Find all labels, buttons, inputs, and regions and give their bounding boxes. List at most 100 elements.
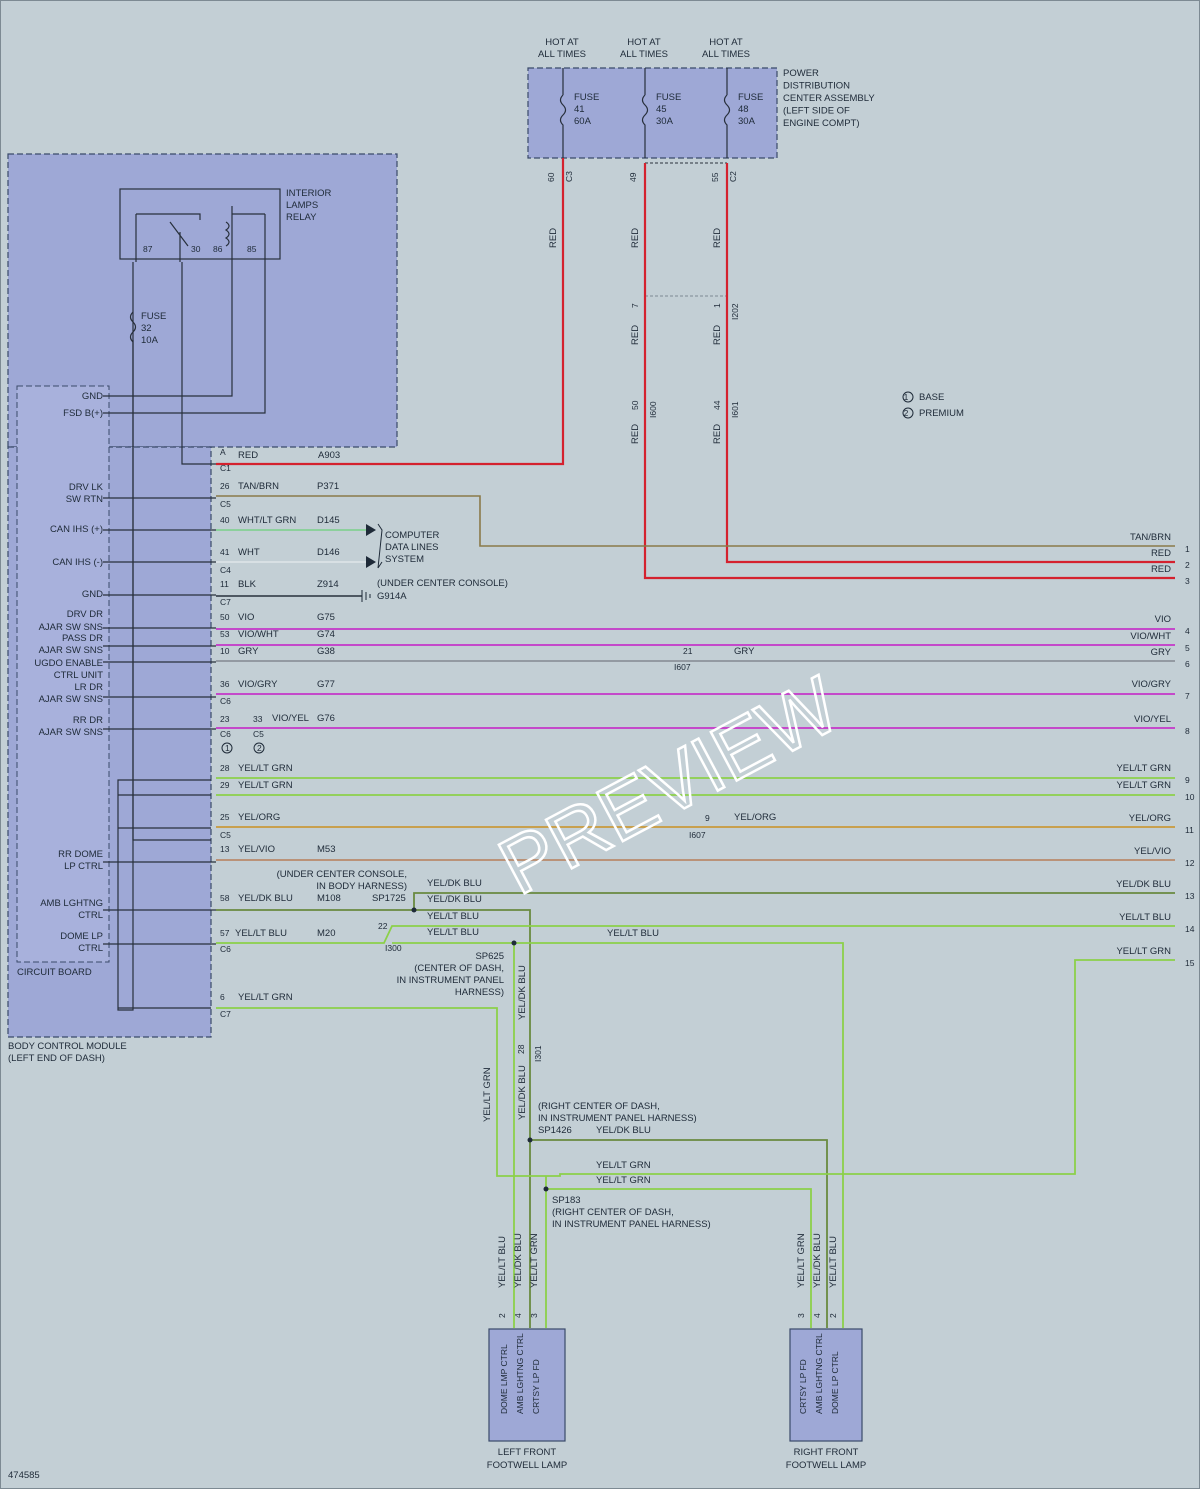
- option-circle-1: [221, 742, 233, 754]
- bcm-pin-label: AJAR SW SNS: [39, 727, 103, 738]
- fuse-pin: 49: [628, 172, 638, 182]
- bcm-wire-color: VIO/YEL: [272, 713, 309, 724]
- legend-num: 1: [904, 392, 909, 402]
- wire-label: YEL/DK BLU: [517, 1065, 528, 1120]
- bcm-circuit-id: M53: [317, 844, 335, 855]
- wire-color-label: RED: [630, 325, 641, 345]
- bcm-circuit-id: M20: [317, 928, 335, 939]
- bcm-connector-id: C1: [220, 463, 231, 473]
- bcm-wire-color: BLK: [238, 579, 257, 590]
- bcm-wire-color: TAN/BRN: [238, 481, 279, 492]
- legend-base: BASE: [919, 392, 944, 403]
- bcm-wire-color: GRY: [238, 646, 259, 657]
- bcm-wire-color: WHT: [238, 547, 260, 558]
- bcm-fuse-number: 32: [141, 323, 152, 334]
- splice-sp1426: [527, 1137, 533, 1143]
- bcm-pin-number: 33: [253, 714, 263, 724]
- splice-location: (RIGHT CENTER OF DASH,: [538, 1101, 660, 1112]
- right-connector-pin: 7: [1185, 691, 1190, 701]
- relay-pin: 85: [247, 244, 257, 254]
- legend-premium: PREMIUM: [919, 408, 964, 419]
- right-connector-pin: 1: [1185, 544, 1190, 554]
- bcm-pin-number: 41: [220, 547, 230, 557]
- right-connector-pin: 12: [1185, 858, 1195, 868]
- bcm-pin-number: 13: [220, 844, 230, 854]
- right-connector-pin: 9: [1185, 775, 1190, 785]
- inline-connector: I202: [730, 303, 740, 320]
- hot-at-label: HOT AT: [709, 37, 743, 48]
- right-connector-pin: 13: [1185, 891, 1195, 901]
- pdc-title-line: CENTER ASSEMBLY: [783, 93, 875, 104]
- option-number: 1: [225, 743, 230, 753]
- left-footwell-lamp-box: [488, 1328, 566, 1442]
- wire-label: YEL/LT BLU: [607, 928, 659, 939]
- inline-pin: 22: [378, 921, 388, 931]
- right-connector-pin: 4: [1185, 626, 1190, 636]
- splice-id: SP183: [552, 1195, 581, 1206]
- power-distribution-box: [527, 67, 778, 159]
- lamp-wire-color: YEL/DK BLU: [513, 1233, 524, 1288]
- splice-sp625-label: SP625: [475, 951, 504, 962]
- bcm-pin-number: 29: [220, 780, 230, 790]
- bcm-circuit-id: G74: [317, 629, 335, 640]
- bcm-pin-label: AJAR SW SNS: [39, 694, 103, 705]
- bcm-wire-color: YEL/LT BLU: [235, 928, 287, 939]
- bcm-pin-label: FSD B(+): [63, 408, 103, 419]
- bcm-pin-label: PASS DR: [62, 633, 103, 644]
- right-connector-wire: YEL/VIO: [1134, 846, 1171, 857]
- bcm-fuse-label: FUSE: [141, 311, 166, 322]
- wire-relay-30: [181, 262, 216, 465]
- fuse-number: 41: [574, 104, 585, 115]
- bcm-connector-id: C7: [220, 1009, 231, 1019]
- bcm-wire-color: VIO: [238, 612, 254, 623]
- wire-sp1426-yel-dk-blu: [530, 1139, 828, 1328]
- bcm-fuse-symbol: [129, 311, 137, 343]
- wire-relay-85: [103, 262, 266, 414]
- splice-location: IN BODY HARNESS): [316, 881, 407, 892]
- bcm-pin-number: 58: [220, 893, 230, 903]
- bcm-wire-color: YEL/DK BLU: [238, 893, 293, 904]
- circuit-board-box: [16, 385, 110, 963]
- inline-pin: 9: [705, 813, 710, 823]
- bcm-connector-id: C5: [220, 499, 231, 509]
- bcm-pin-label: GND: [82, 391, 103, 402]
- bcm-pin-number: 28: [220, 763, 230, 773]
- wire-label: YEL/LT BLU: [427, 927, 479, 938]
- wire-label: YEL/LT BLU: [427, 911, 479, 922]
- bcm-circuit-id: G76: [317, 713, 335, 724]
- lamp-function: AMB LGHTNG CTRL: [814, 1333, 824, 1414]
- bcm-pin-number: 11: [220, 579, 229, 589]
- lamp-title: LEFT FRONT: [498, 1447, 557, 1458]
- relay-pin: 30: [191, 244, 201, 254]
- bcm-pin-label: CTRL UNIT: [54, 670, 103, 681]
- splice-id: SP1725: [372, 893, 406, 904]
- inline-pin: 7: [630, 303, 640, 308]
- relay-box: [119, 188, 281, 260]
- bcm-connector-id: C6: [220, 944, 231, 954]
- fuse-amperage: 60A: [574, 116, 592, 127]
- right-connector-pin: 8: [1185, 726, 1190, 736]
- wire-color-label: RED: [712, 228, 723, 248]
- wire-label: YEL/DK BLU: [517, 965, 528, 1020]
- bcm-circuit-id: A903: [318, 450, 340, 461]
- pdc-title-line: POWER: [783, 68, 819, 79]
- wire-fuse48-red: [725, 163, 1175, 564]
- bcm-pin-label: UGDO ENABLE: [34, 658, 103, 669]
- right-connector-wire: VIO/YEL: [1134, 714, 1171, 725]
- wire-color-label: RED: [548, 228, 559, 248]
- bcm-circuit-id: G77: [317, 679, 335, 690]
- bcm-circuit-id: P371: [317, 481, 339, 492]
- fuse-pin: 55: [710, 172, 720, 182]
- all-times-label: ALL TIMES: [702, 49, 750, 60]
- right-connector-pin: 15: [1185, 958, 1195, 968]
- relay-title-line: LAMPS: [286, 200, 318, 211]
- ground-id: G914A: [377, 591, 407, 602]
- legend-circle-2: [902, 407, 914, 419]
- all-times-label: ALL TIMES: [538, 49, 586, 60]
- wire-label: YEL/DK BLU: [427, 894, 482, 905]
- bcm-pin-label: LP CTRL: [64, 861, 103, 872]
- inline-wire-color: GRY: [734, 646, 755, 657]
- wire-label: YEL/LT GRN: [596, 1160, 651, 1171]
- right-connector-wire: RED: [1151, 564, 1171, 575]
